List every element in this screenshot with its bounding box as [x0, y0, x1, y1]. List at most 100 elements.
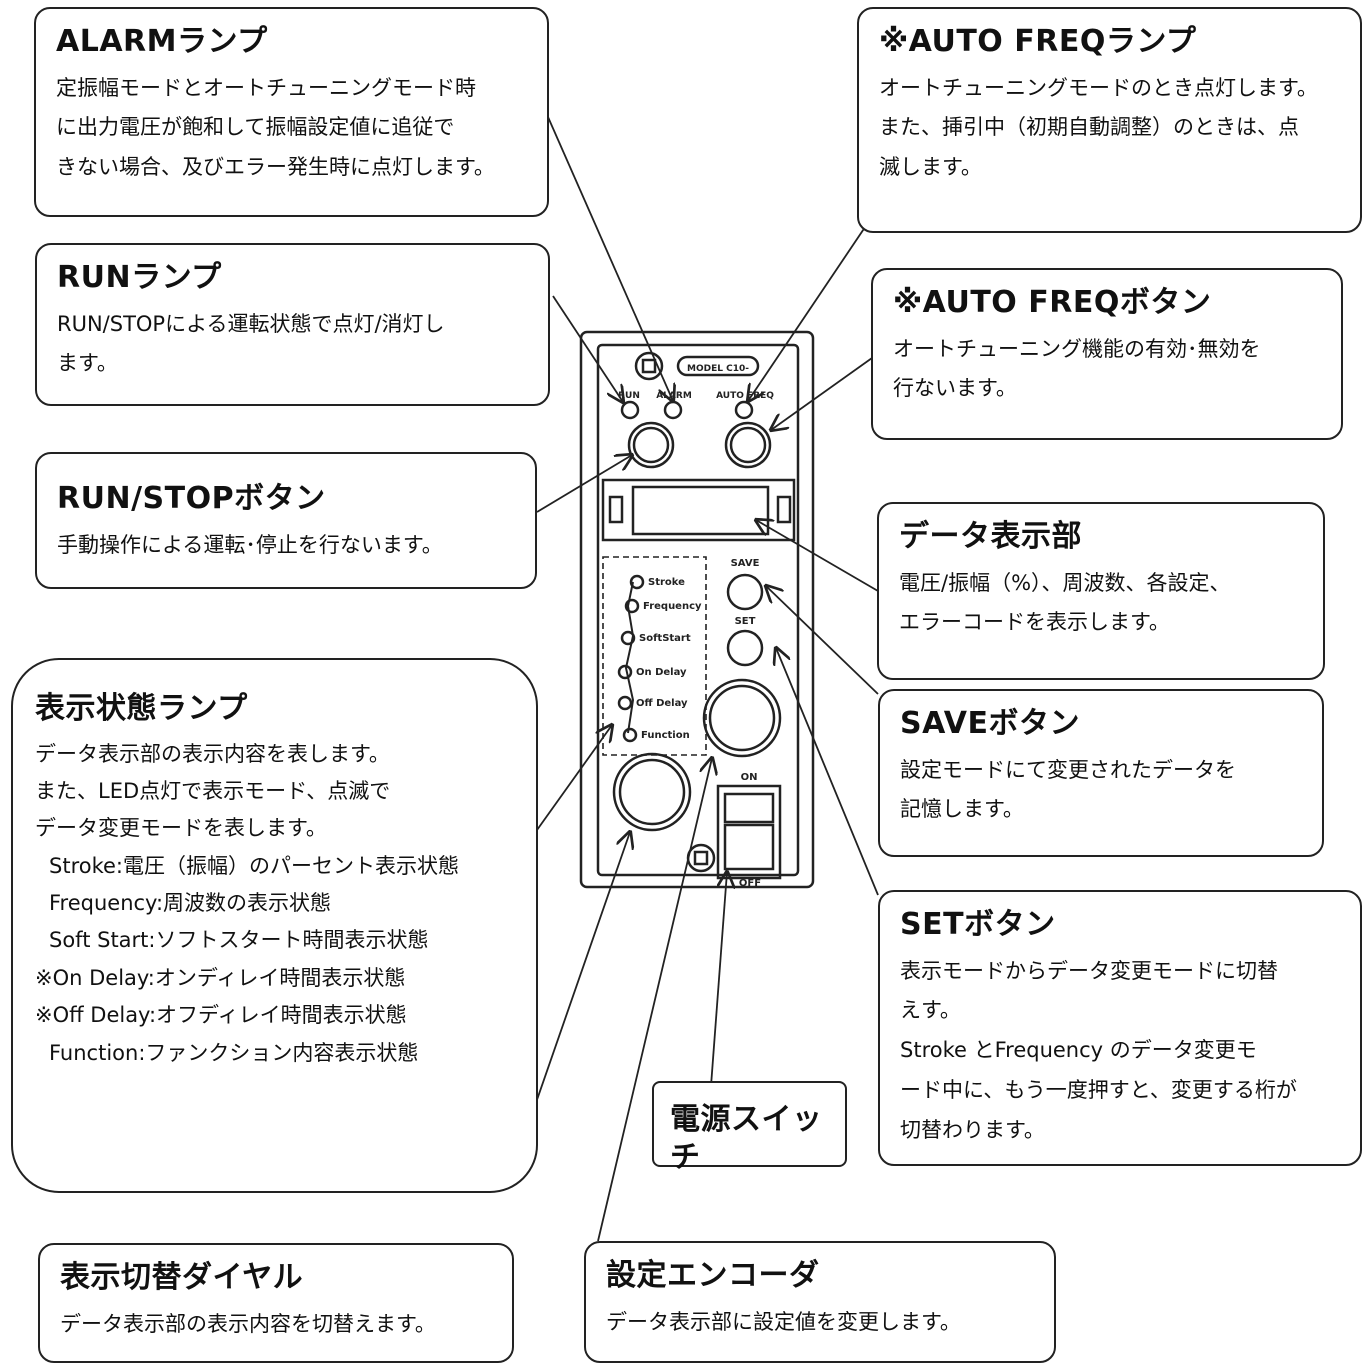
callout-alarm-lamp: ALARMランプ 定振幅モードとオートチューニングモード時 に出力電圧が飽和して… [34, 7, 549, 217]
callout-line: 電圧/振幅（%）、周波数、各設定、 [899, 570, 1231, 595]
callout-title: RUN/STOPボタン [57, 481, 326, 516]
callout-line: Stroke とFrequency のデータ変更モ [900, 1038, 1257, 1063]
callout-title: 表示状態ランプ [35, 691, 248, 726]
device-face [596, 343, 800, 877]
callout-line: データ変更モードを表します。 [35, 816, 327, 841]
callout-data-display: データ表示部 電圧/振幅（%）、周波数、各設定、 エラーコードを表示します。 [877, 502, 1325, 680]
run-stop-button [627, 421, 675, 469]
callout-title: SAVEボタン [900, 706, 1080, 741]
indicator-desc-ondelay: ※On Delay:オンディレイ時間表示状態 [35, 965, 406, 990]
display-dial [612, 752, 692, 832]
alarm-lamp-label: ALARM [656, 391, 692, 401]
power-off-label: OFF [739, 878, 761, 889]
indicator-led-frequency [624, 598, 640, 614]
display-clip-left [608, 495, 624, 524]
screw-top-slot [641, 358, 657, 374]
callout-body: オートチューニング機能の有効･無効を 行ないます。 [893, 330, 1323, 410]
callout-line: 記憶します。 [900, 797, 1024, 822]
auto-freq-button-inner [729, 426, 767, 464]
indicator-led-stroke [629, 574, 645, 590]
callout-title: 設定エンコーダ [606, 1258, 820, 1293]
callout-line: 手動操作による運転･停止を行ないます。 [57, 532, 443, 557]
callout-title: RUNランプ [57, 260, 222, 295]
callout-line: オートチューニング機能の有効･無効を [893, 336, 1261, 361]
auto-freq-lamp [734, 400, 754, 420]
indicator-label-stroke: Stroke [648, 577, 685, 588]
power-switch [716, 784, 782, 880]
callout-line: データ表示部の表示内容を切替えます。 [60, 1311, 436, 1336]
indicator-desc-softstart: Soft Start:ソフトスタート時間表示状態 [49, 928, 429, 953]
power-on-label: ON [741, 772, 758, 783]
indicator-desc-stroke: Stroke:電圧（振幅）のパーセント表示状態 [49, 853, 459, 878]
callout-set-button: SETボタン 表示モードからデータ変更モードに切替 えす。 Stroke とFr… [878, 890, 1362, 1166]
run-lamp-label: RUN [618, 391, 640, 401]
callout-display-state-lamp: 表示状態ランプ データ表示部の表示内容を表します。 また、LED点灯で表示モード… [11, 658, 538, 1193]
save-button-label: SAVE [731, 558, 760, 569]
setting-encoder-inner [708, 684, 776, 752]
callout-line: 滅します。 [879, 155, 982, 180]
callout-line: オートチューニングモードのとき点灯します。 [879, 75, 1318, 100]
run-lamp [620, 400, 640, 420]
leader-auto-freq-button [771, 357, 873, 430]
callout-line: に出力電圧が飽和して振幅設定値に追従で [56, 115, 455, 140]
indicator-led-offdelay [617, 695, 633, 711]
data-display-frame [601, 478, 796, 542]
leader-save [766, 586, 879, 695]
leader-indicators [536, 725, 612, 831]
power-switch-off [723, 823, 775, 871]
set-button [726, 629, 764, 667]
callout-title: データ表示部 [899, 519, 1082, 554]
controller-device [579, 330, 815, 889]
auto-freq-button [724, 421, 772, 469]
callout-body: 表示モードからデータ変更モードに切替 えす。 Stroke とFrequency… [900, 952, 1342, 1151]
auto-freq-lamp-label: AUTO FREQ [716, 391, 774, 401]
callout-body: データ表示部に設定値を変更します。 [606, 1303, 1036, 1343]
set-button-label: SET [735, 616, 756, 627]
callout-line: データ表示部に設定値を変更します。 [606, 1309, 961, 1334]
display-clip-right [776, 495, 792, 524]
indicator-chain [624, 581, 635, 734]
callout-save-button: SAVEボタン 設定モードにて変更されたデータを 記憶します。 [878, 689, 1324, 857]
callout-line: 定振幅モードとオートチューニングモード時 [56, 75, 476, 100]
callout-setting-encoder: 設定エンコーダ データ表示部に設定値を変更します。 [584, 1241, 1056, 1363]
indicator-led-function [622, 727, 638, 743]
callout-body: データ表示部の表示内容を表します。 また、LED点灯で表示モード、点滅で データ… [35, 736, 518, 1072]
indicator-label-frequency: Frequency [643, 601, 702, 612]
callout-body: 手動操作による運転･停止を行ないます。 [57, 526, 517, 566]
model-label: MODEL C10- [687, 364, 749, 374]
callout-display-dial: 表示切替ダイヤル データ表示部の表示内容を切替えます。 [38, 1243, 514, 1363]
indicator-led-softstart [620, 630, 636, 646]
indicator-desc-offdelay: ※Off Delay:オフディレイ時間表示状態 [35, 1003, 407, 1028]
callout-body: 定振幅モードとオートチューニングモード時 に出力電圧が飽和して振幅設定値に追従で… [56, 69, 529, 189]
callout-line: 設定モードにて変更されたデータを [900, 757, 1236, 782]
callout-body: RUN/STOPによる運転状態で点灯/消灯し ます。 [57, 305, 530, 385]
leader-set [776, 648, 879, 896]
callout-line: ード中に、もう一度押すと、変更する桁が [900, 1078, 1297, 1103]
alarm-lamp [663, 400, 683, 420]
callout-title: 電源スイッチ [670, 1102, 823, 1175]
callout-line: 表示モードからデータ変更モードに切替 [900, 958, 1278, 983]
indicator-desc-function: Function:ファンクション内容表示状態 [49, 1040, 419, 1065]
device-body [579, 330, 815, 889]
indicator-group-box [602, 556, 707, 756]
callout-auto-freq-button: ※AUTO FREQボタン オートチューニング機能の有効･無効を 行ないます。 [871, 268, 1343, 440]
screw-bottom [686, 843, 716, 873]
data-display-window [631, 485, 770, 536]
power-switch-on [723, 792, 775, 824]
callout-title: ALARMランプ [56, 24, 268, 59]
leader-data-display [756, 520, 879, 592]
screw-top [634, 351, 664, 381]
callout-line: また、LED点灯で表示モード、点滅で [35, 778, 391, 803]
callout-run-stop-button: RUN/STOPボタン 手動操作による運転･停止を行ないます。 [35, 452, 537, 589]
callout-body: 設定モードにて変更されたデータを 記憶します。 [900, 751, 1304, 831]
save-button [726, 573, 764, 611]
callout-title: SETボタン [900, 907, 1056, 942]
callout-title: ※AUTO FREQランプ [879, 24, 1197, 59]
callout-body: オートチューニングモードのとき点灯します。 また、挿引中（初期自動調整）のときは… [879, 69, 1342, 189]
indicator-desc-frequency: Frequency:周波数の表示状態 [49, 891, 332, 915]
indicator-label-ondelay: On Delay [636, 667, 687, 678]
callout-power-switch: 電源スイッチ [652, 1081, 847, 1175]
callout-line: 切替わります。 [900, 1118, 1045, 1143]
leader-run-stop [536, 455, 632, 513]
callout-run-lamp: RUNランプ RUN/STOPによる運転状態で点灯/消灯し ます。 [35, 243, 550, 406]
